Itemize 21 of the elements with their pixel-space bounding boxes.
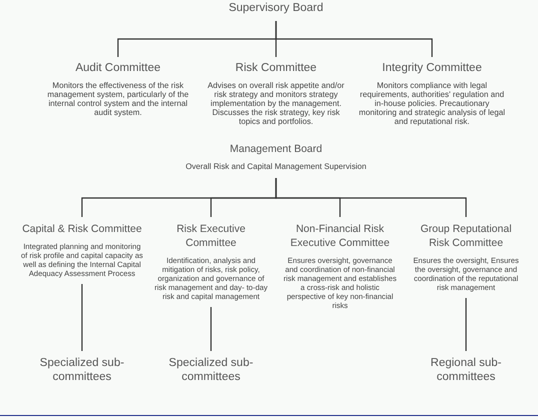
connector-line [275,178,467,217]
committee-description: Advises on overall risk appetite and/or risk strategy and monitors strategy implementation by the management. Discusses the risk strategy, key risk topics and portfolios. [206,81,346,126]
board-subtitle: Overall Risk and Capital Management Supervision [186,161,366,172]
connector-line [210,307,212,351]
committee-title: Non-Financial Risk Executive Committee [289,222,391,250]
committee-title: Capital & Risk Committee [22,222,142,236]
subcommittee-label: Specialized sub-committees [38,356,126,384]
board-title: Management Board [230,143,322,156]
committee-description: Monitors the effectiveness of the risk management system, particularly of the internal control system and the internal audit system. [47,81,189,117]
committee-title: Risk Executive Committee [176,222,246,250]
committee-title: Risk Committee [235,62,317,75]
committee-title: Integrity Committee [382,62,482,75]
committee-title: Group Reputational Risk Committee [419,222,513,250]
committee-title: Audit Committee [75,62,160,75]
connector-line [81,284,83,351]
subcommittee-label: Regional sub-committees [430,356,502,384]
connector-line [275,21,433,57]
connector-line [465,298,467,351]
board-title: Supervisory Board [228,2,324,15]
subcommittee-label: Specialized sub-committees [168,356,254,384]
committee-description: Monitors compliance with legal requirements, authorities' regulation and in-house policies. Precautionary monitoring and strategic analysis of legal and reputational risk. [358,81,506,126]
